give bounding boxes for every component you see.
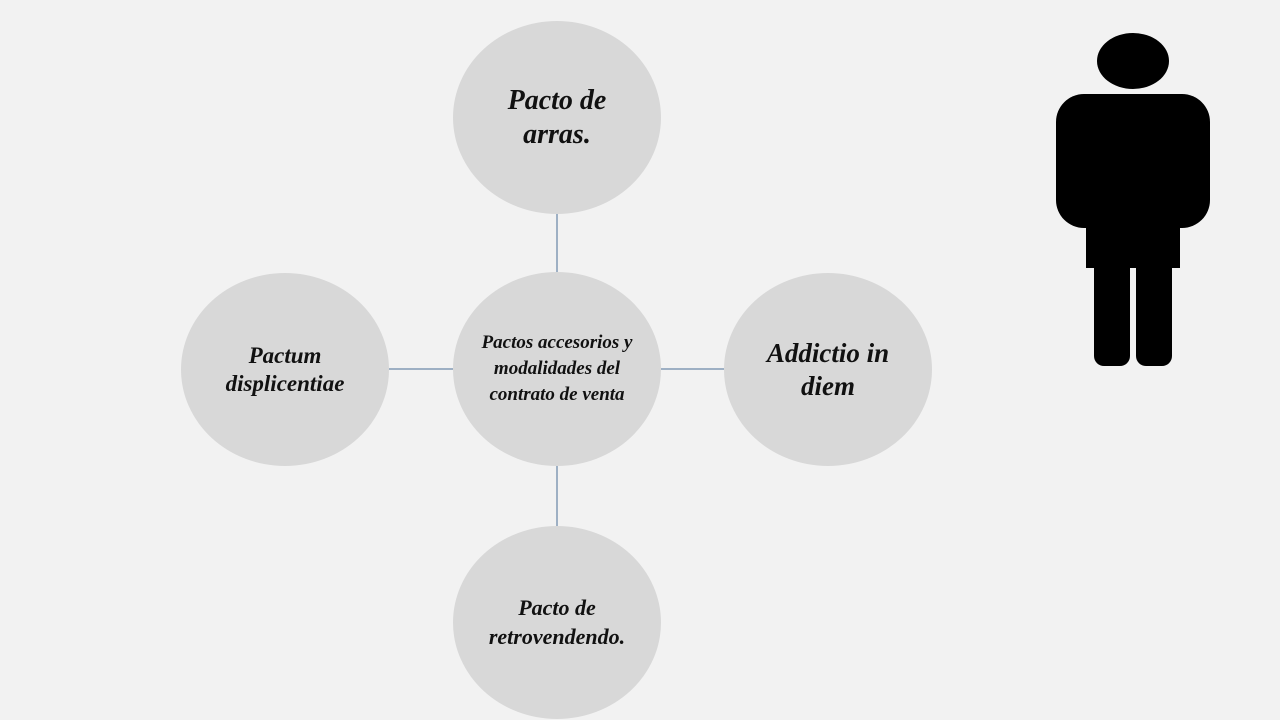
node-label: Pacto de arras. (507, 84, 607, 150)
node-pacto-de-arras: Pacto de arras. (453, 21, 661, 214)
node-pacto-de-retrovendendo: Pacto de retrovendendo. (453, 526, 661, 719)
person-silhouette-icon (1056, 33, 1210, 366)
node-label: Pacto de retrovendendo. (488, 594, 626, 649)
node-pactum-displicentiae: Pactum displicentiae (181, 273, 389, 466)
node-center-pactos-accesorios: Pactos accesorios y modalidades del cont… (453, 272, 661, 466)
node-label: Pactum displicentiae (225, 342, 345, 396)
node-label: Addictio in diem (766, 338, 890, 401)
node-addictio-in-diem: Addictio in diem (724, 273, 932, 466)
node-label: Pactos accesorios y modalidades del cont… (481, 331, 633, 406)
